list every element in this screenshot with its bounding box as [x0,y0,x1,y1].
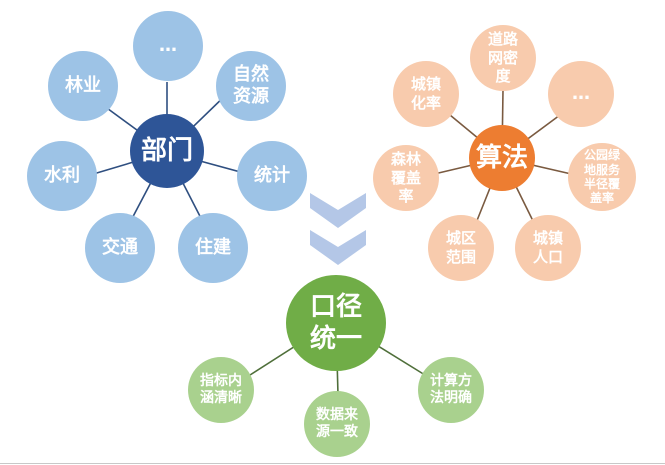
dept-node-0: … [133,11,203,81]
dept-hub: 部门 [130,114,204,188]
down-chevron-icon [310,193,366,265]
dept-node-2: 统计 [237,141,307,211]
unify-node-1: 数据来 源一致 [304,391,370,457]
algo-node-0: 道路 网密 度 [470,25,536,91]
algo-node-3: 城镇 人口 [515,215,581,281]
dept-node-5: 水利 [27,141,97,211]
algo-node-4: 城区 范围 [428,215,494,281]
unify-node-2: 计算方 法明确 [418,357,484,423]
bottom-divider [0,463,665,464]
dept-node-3: 住建 [178,213,248,283]
unify-hub: 口径 统一 [286,275,386,371]
unify-node-0: 指标内 涵清晰 [188,357,254,423]
dept-node-1: 自然 资源 [216,51,286,121]
algo-node-6: 城镇 化率 [393,61,459,127]
algo-node-5: 森林 覆盖 率 [373,145,439,211]
dept-node-6: 林业 [48,51,118,121]
algo-node-1: … [548,61,614,127]
algo-node-2: 公园绿 地服务 半径覆 盖率 [568,143,636,211]
algo-hub: 算法 [469,125,535,191]
dept-node-4: 交通 [85,213,155,283]
